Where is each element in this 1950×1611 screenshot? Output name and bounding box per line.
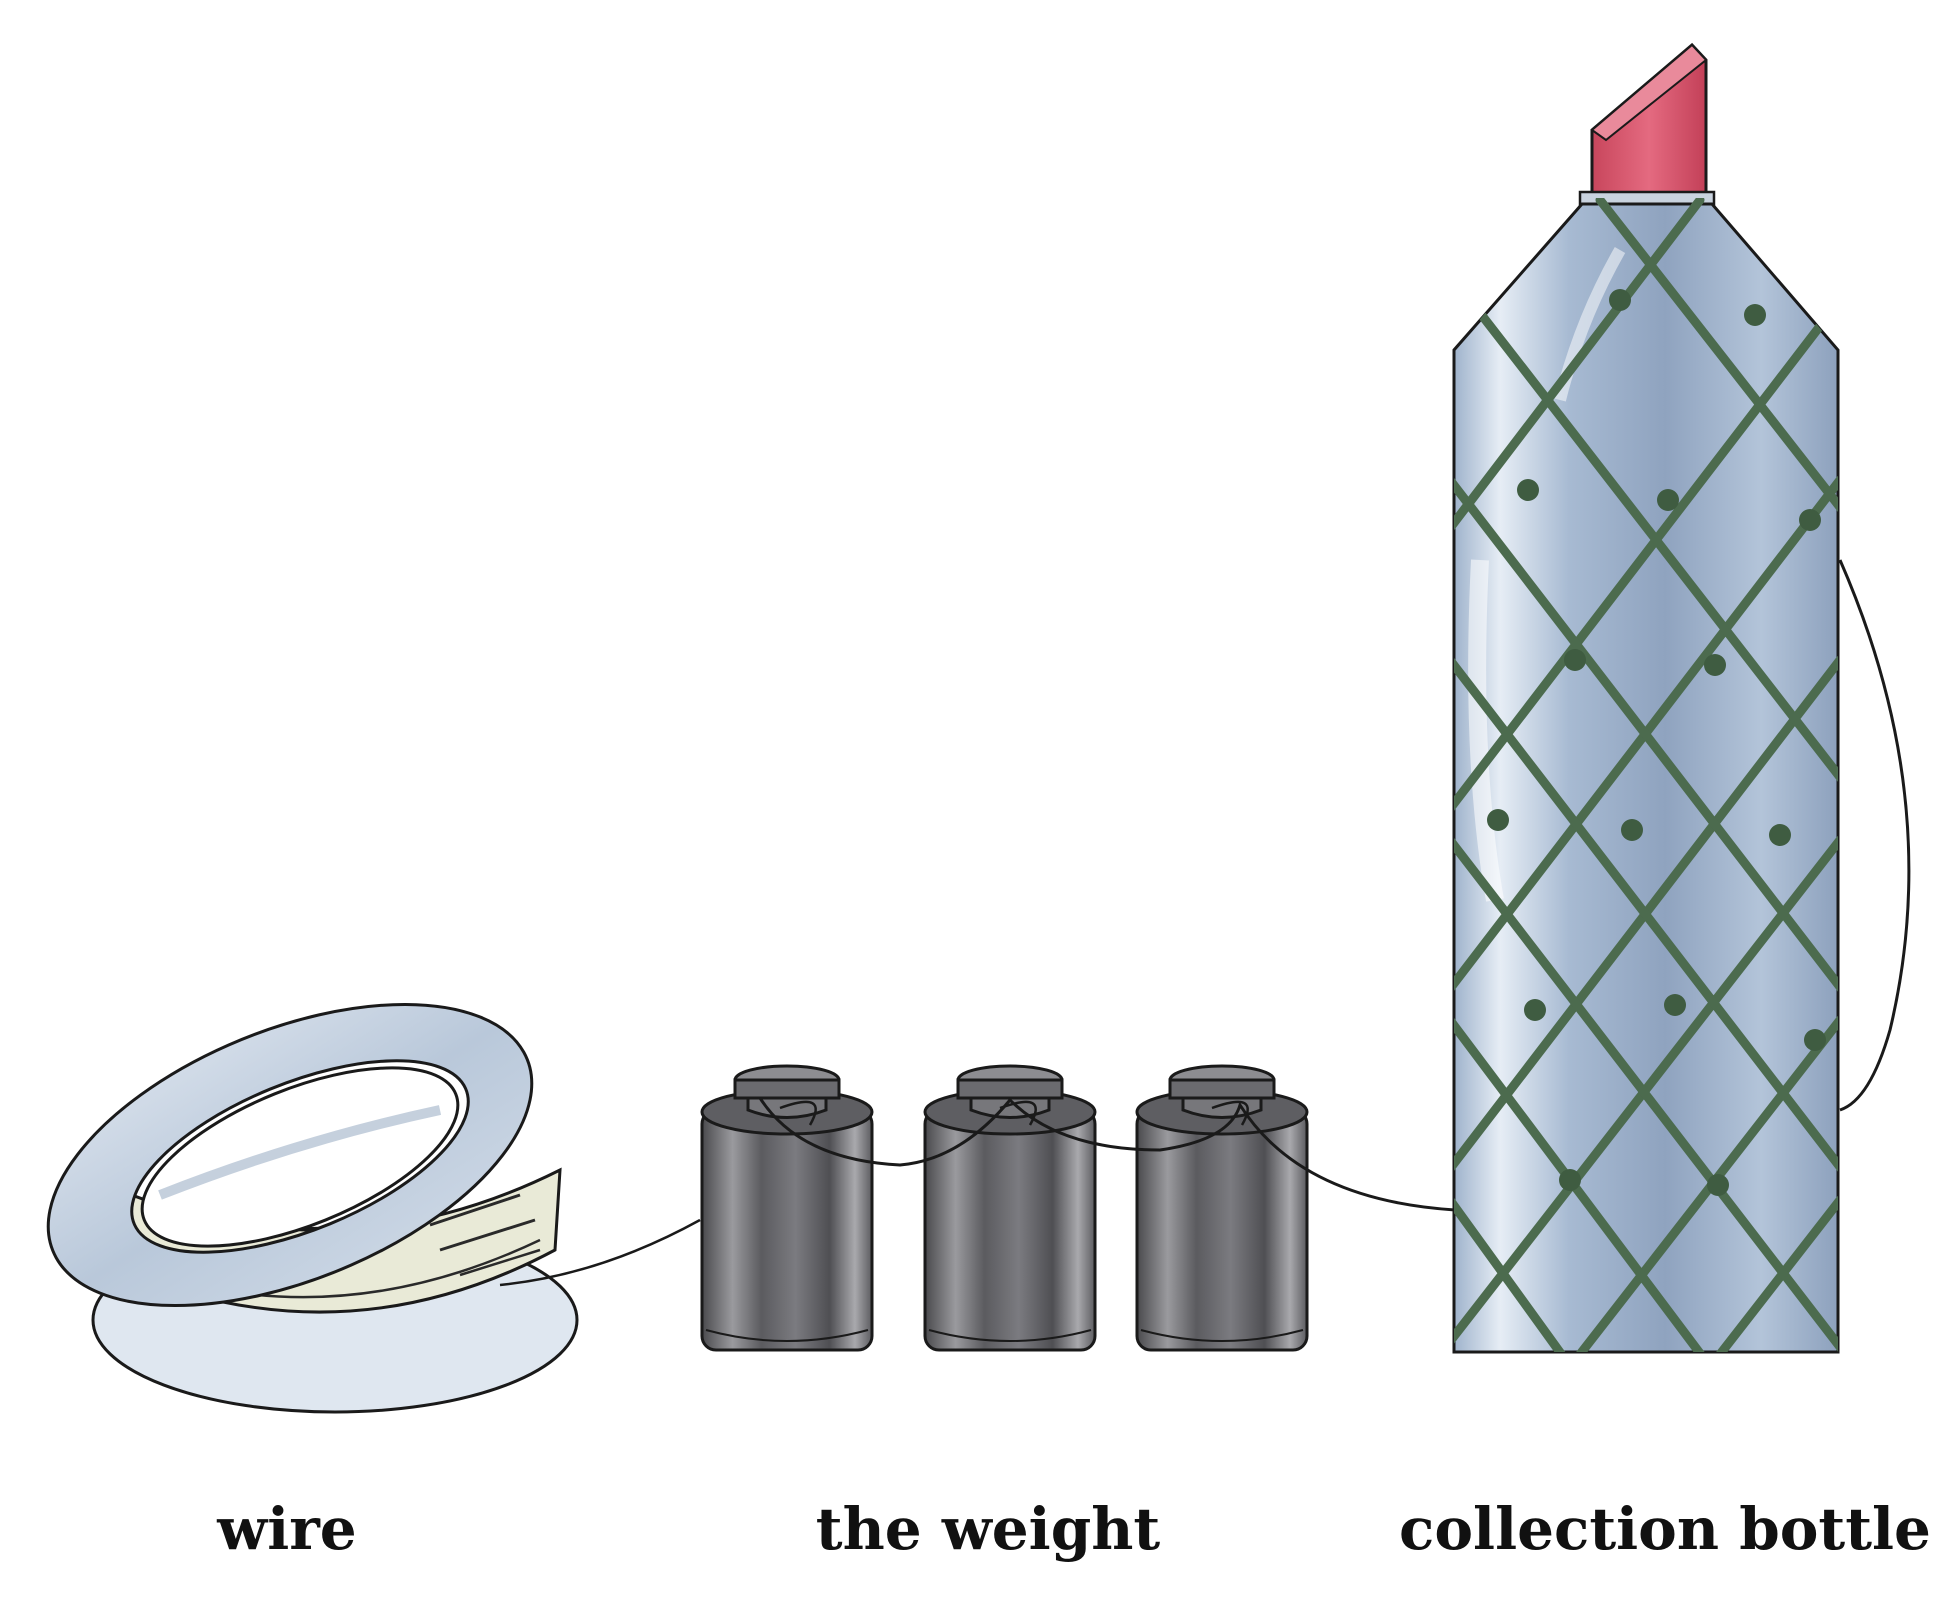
- wire-label: wire: [217, 1495, 357, 1563]
- cylinder-weight-icon: [700, 1064, 874, 1352]
- weight-label: the weight: [815, 1495, 1161, 1563]
- weights-group: [700, 1064, 1456, 1352]
- cylinder-weight-icon: [923, 1064, 1097, 1352]
- netted-collection-bottle-icon: [1452, 42, 1911, 1354]
- collection-bottle-label: collection bottle: [1399, 1495, 1931, 1563]
- cylinder-weight-icon: [1135, 1064, 1309, 1352]
- wire-spool-icon: [46, 1002, 701, 1414]
